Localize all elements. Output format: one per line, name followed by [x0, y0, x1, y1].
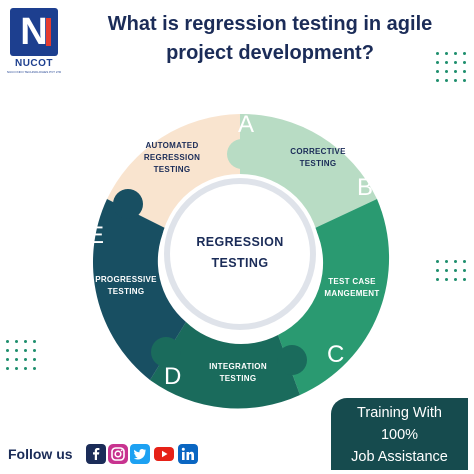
title-line-1: What is regression testing in agile: [107, 13, 433, 35]
puzzle-knob-e: [113, 189, 143, 219]
brand-name: NUCOT: [14, 58, 54, 69]
logo-accent-bar: [46, 18, 51, 46]
segment-letter-c: C: [327, 341, 344, 368]
badge-line-3: Job Assistance: [351, 449, 448, 465]
segment-b-label-line1: CORRECTIVE: [290, 147, 346, 156]
segment-a-label-line1: AUTOMATED: [145, 141, 198, 150]
brand-tagline: NUCO INFO TECHNOLOGIES PVT LTD: [6, 70, 62, 74]
segment-b-label-line2: TESTING: [300, 159, 337, 168]
badge-line-2: 100%: [380, 427, 419, 443]
page-title: What is regression testing in agile proj…: [72, 10, 468, 68]
puzzle-knob-b: [227, 139, 257, 169]
instagram-icon[interactable]: [108, 444, 128, 464]
training-badge: Training With 100% Job Assistance: [331, 398, 468, 470]
segment-e-label-line2: TESTING: [108, 287, 145, 296]
segment-letter-b: B: [357, 174, 373, 201]
segment-a-label-line2: REGRESSION: [144, 153, 200, 162]
logo: N: [10, 8, 58, 56]
center-label-line1: REGRESSION: [196, 235, 283, 249]
logo-letter: N: [20, 11, 48, 53]
dot-pattern-right: [436, 260, 466, 281]
segment-c-label-line2: MANGEMENT: [324, 289, 379, 298]
dot-pattern-top-right: [436, 52, 466, 82]
facebook-icon[interactable]: [86, 444, 106, 464]
twitter-icon[interactable]: [130, 444, 150, 464]
segment-a-label-line3: TESTING: [154, 165, 191, 174]
puzzle-knob-c: [337, 217, 367, 247]
segment-c-label-line1: TEST CASE: [328, 277, 376, 286]
segment-b-corrective: [240, 113, 377, 228]
puzzle-knob-d: [277, 345, 307, 375]
segment-c-test-case-management: [278, 199, 390, 395]
segment-e-label-line1: PROGRESSIVE: [95, 275, 157, 284]
puzzle-knob-d2: [151, 337, 181, 367]
youtube-icon[interactable]: [154, 444, 174, 464]
follow-us-label: Follow us: [8, 446, 73, 462]
segment-letter-e: E: [88, 222, 104, 249]
linkedin-icon[interactable]: [178, 444, 198, 464]
badge-line-1: Training With: [357, 405, 442, 421]
center-label-line2: TESTING: [212, 256, 269, 270]
segment-letter-d: D: [164, 363, 181, 390]
title-line-2: project development?: [166, 42, 374, 64]
segment-letter-a: A: [238, 111, 254, 138]
segment-d-label-line2: TESTING: [220, 374, 257, 383]
dot-pattern-left: [6, 340, 36, 370]
segment-d-label-line1: INTEGRATION: [209, 362, 267, 371]
segment-d-integration: [150, 322, 300, 409]
segment-e-progressive: [92, 199, 186, 380]
center-circle: [164, 178, 316, 330]
